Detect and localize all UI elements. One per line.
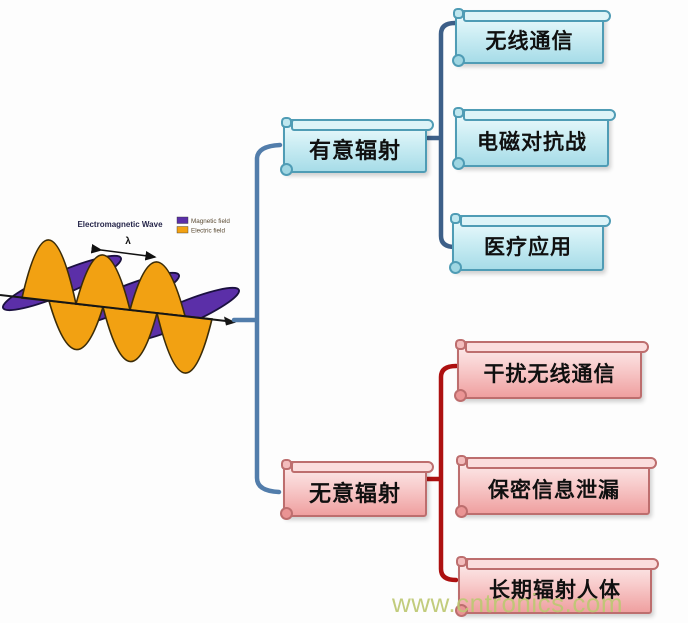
node-label: 无意辐射 <box>308 480 401 506</box>
node-medical-applications: 医疗应用 <box>449 213 611 274</box>
scroll-bottom-left-curl <box>452 54 465 67</box>
scroll-bottom-left-curl <box>455 505 468 518</box>
scroll-bottom-left-curl <box>452 157 465 170</box>
scroll-top-roll <box>466 558 659 570</box>
node-electromagnetic-warfare: 电磁对抗战 <box>452 107 616 170</box>
scroll-bottom-left-curl <box>280 163 293 176</box>
scroll-top-left-curl <box>456 556 467 567</box>
scroll-bottom-left-curl <box>455 604 468 617</box>
magnetic-lobe <box>120 286 240 344</box>
magnetic-field-label: Magnetic field <box>191 218 230 225</box>
electric-lobe <box>128 261 187 317</box>
magnetic-lobes <box>2 254 240 344</box>
bracket-root <box>231 142 283 495</box>
magnetic-lobe <box>60 271 180 329</box>
scroll-top-roll <box>465 341 649 353</box>
electric-lobe <box>47 300 105 351</box>
wave-title: Electromagnetic Wave <box>77 220 163 229</box>
node-label: 保密信息泄漏 <box>488 478 620 502</box>
magnetic-field-swatch <box>176 216 189 224</box>
node-label: 长期辐射人体 <box>489 578 621 602</box>
magnetic-lobe <box>2 254 122 312</box>
watermark: www.cntronics.com <box>392 588 623 618</box>
scroll-top-left-curl <box>453 107 464 118</box>
scroll-bottom-left-curl <box>280 507 293 520</box>
propagation-axis <box>0 294 227 322</box>
electric-field-label: Electric field <box>191 228 225 235</box>
wavelength-arrow <box>90 244 157 261</box>
node-longterm-human-exposure: 长期辐射人体 <box>455 556 659 617</box>
scroll-top-left-curl <box>450 213 461 224</box>
node-intentional-radiation: 有意辐射 <box>280 117 434 176</box>
scroll-top-roll <box>463 109 616 121</box>
electric-lobe <box>21 239 78 305</box>
scroll-top-left-curl <box>455 339 466 350</box>
scroll-top-left-curl <box>281 459 292 470</box>
scroll-top-roll <box>466 457 657 469</box>
wave-legend: Magnetic field Electric field <box>176 216 230 235</box>
node-label: 医疗应用 <box>484 235 572 259</box>
lambda-label: λ <box>125 236 131 247</box>
scroll-top-left-curl <box>456 455 467 466</box>
electric-lobe <box>101 306 159 363</box>
electric-lobe <box>155 312 213 374</box>
node-information-leakage: 保密信息泄漏 <box>455 455 657 518</box>
wave-figure: Electromagnetic Wave Magnetic field Elec… <box>0 216 240 374</box>
node-unintentional-radiation: 无意辐射 <box>280 459 434 520</box>
electric-lobes <box>21 239 213 374</box>
scroll-top-left-curl <box>453 8 464 19</box>
scroll-top-left-curl <box>281 117 292 128</box>
scroll-bottom-left-curl <box>449 261 462 274</box>
electric-field-swatch <box>176 226 189 234</box>
bracket-unintentional-children <box>424 363 459 583</box>
node-interferes-wireless: 干扰无线通信 <box>454 339 649 402</box>
node-label: 有意辐射 <box>308 137 401 163</box>
electric-lobe <box>74 254 132 311</box>
propagation-arrowhead <box>224 316 236 326</box>
scroll-bottom-left-curl <box>454 389 467 402</box>
scroll-top-roll <box>463 10 611 22</box>
scroll-top-roll <box>460 215 611 227</box>
node-label: 无线通信 <box>485 29 574 53</box>
node-label: 干扰无线通信 <box>483 362 616 386</box>
node-label: 电磁对抗战 <box>477 130 587 154</box>
node-wireless-communication: 无线通信 <box>452 8 611 67</box>
